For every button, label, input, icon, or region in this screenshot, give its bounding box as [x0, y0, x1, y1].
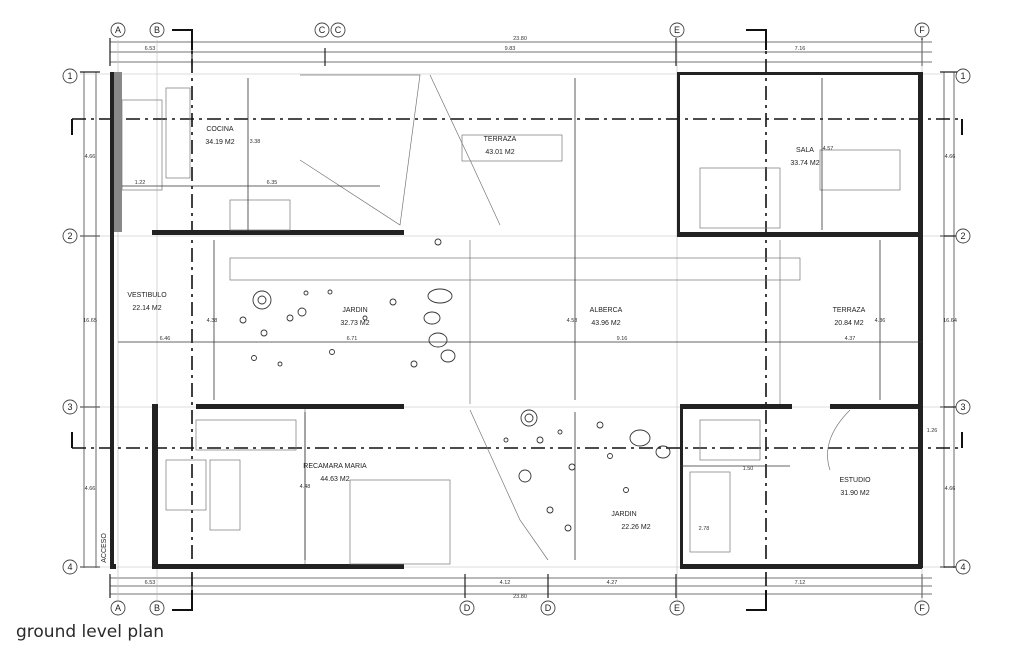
overall-dim-bottom: 23.80 — [513, 594, 527, 600]
room-name: JARDIN — [611, 511, 636, 518]
span-dim-top: 7.16 — [795, 46, 806, 52]
inner-dim: 1.50 — [743, 466, 754, 472]
grid-number-right: 1 — [960, 71, 965, 81]
grid-letter-bottom: E — [674, 603, 680, 613]
span-dim-bottom: 7.12 — [795, 580, 806, 586]
grid-letter-top: F — [919, 25, 925, 35]
span-dim-top: 9.83 — [505, 46, 516, 52]
grid-number-left: 2 — [67, 231, 72, 241]
inner-dim: 4.57 — [823, 146, 834, 152]
grid-number-left: 3 — [67, 402, 72, 412]
grid-number-right: 2 — [960, 231, 965, 241]
grid-bubbles — [62, 22, 971, 616]
vertical-dim-right: 4.66 — [945, 154, 956, 160]
grid-letter-top: C — [319, 25, 326, 35]
grid-number-right: 4 — [960, 562, 965, 572]
grid-letter-top: A — [115, 25, 121, 35]
room-name: JARDIN — [342, 307, 367, 314]
grid-letter-bottom: F — [919, 603, 925, 613]
inner-dim: 4.36 — [875, 318, 886, 324]
room-area: 43.01 M2 — [485, 149, 514, 156]
grid-letter-bottom: A — [115, 603, 121, 613]
room-name: TERRAZA — [833, 307, 866, 314]
inner-dim: 4.58 — [567, 318, 578, 324]
mid-dim: 4.37 — [845, 336, 856, 342]
grid-number-left: 1 — [67, 71, 72, 81]
section-markers — [71, 29, 963, 611]
mid-dim: 6.71 — [347, 336, 358, 342]
room-area: 22.14 M2 — [132, 305, 161, 312]
grid-letter-bottom: D — [545, 603, 552, 613]
room-area: 34.19 M2 — [205, 139, 234, 146]
room-name: RECAMARA MARIA — [303, 463, 367, 470]
vertical-dim-right: 16.64 — [943, 318, 957, 324]
room-area: 20.84 M2 — [834, 320, 863, 327]
span-dim-top: 6.53 — [145, 46, 156, 52]
span-dim-bottom: 4.27 — [607, 580, 618, 586]
inner-dim: 6.35 — [267, 180, 278, 186]
garden-plants — [239, 238, 671, 532]
vertical-dim-left: 4.66 — [85, 486, 96, 492]
grid-letter-bottom: D — [464, 603, 471, 613]
grid-letter-top: C — [335, 25, 342, 35]
vertical-dim-left: 4.66 — [85, 154, 96, 160]
overall-dim-top: 23.80 — [513, 36, 527, 42]
room-area: 31.90 M2 — [840, 490, 869, 497]
grid-number-right: 3 — [960, 402, 965, 412]
dimension-values: 23.80 23.80 6.53 9.83 7.16 6.53 4.12 4.2… — [83, 36, 957, 600]
room-area: 33.74 M2 — [790, 160, 819, 167]
inner-dim: 3.38 — [250, 139, 261, 145]
room-area: 44.63 M2 — [320, 476, 349, 483]
dimension-lines — [83, 41, 955, 595]
room-area: 32.73 M2 — [340, 320, 369, 327]
room-name: ALBERCA — [590, 307, 623, 314]
grid-bubble-labels: A B C C E F A B D D E F 1 2 3 4 1 2 3 4 — [67, 25, 965, 613]
room-name: COCINA — [206, 126, 234, 133]
room-area: 22.26 M2 — [621, 524, 650, 531]
room-name: VESTIBULO — [127, 292, 167, 299]
internal-dimensions — [118, 78, 922, 560]
grid-number-left: 4 — [67, 562, 72, 572]
inner-dim: 1.26 — [927, 428, 938, 434]
span-dim-bottom: 4.12 — [500, 580, 511, 586]
room-labels: COCINA 34.19 M2 TERRAZA 43.01 M2 SALA 33… — [101, 126, 871, 563]
mid-dim: 9.16 — [617, 336, 628, 342]
grid-letter-bottom: B — [154, 603, 160, 613]
acceso-label: ACCESO — [101, 533, 108, 563]
inner-dim: 4.38 — [207, 318, 218, 324]
inner-dim: 2.78 — [699, 526, 710, 532]
plan-caption: ground level plan — [16, 622, 165, 642]
grid-letter-top: E — [674, 25, 680, 35]
room-name: SALA — [796, 147, 814, 154]
vertical-dim-left: 16.65 — [83, 318, 97, 324]
room-name: TERRAZA — [484, 136, 517, 143]
room-area: 43.96 M2 — [591, 320, 620, 327]
walls — [110, 72, 923, 569]
vertical-dim-right: 4.66 — [945, 486, 956, 492]
inner-dim: 4.48 — [300, 484, 311, 490]
span-dim-bottom: 6.53 — [145, 580, 156, 586]
interior-details — [121, 74, 901, 565]
section-lines — [72, 32, 962, 610]
floor-plan-drawing: A B C C E F A B D D E F 1 2 3 4 1 2 3 4 … — [62, 22, 971, 616]
inner-dim: 1.22 — [135, 180, 146, 186]
grid-letter-top: B — [154, 25, 160, 35]
room-name: ESTUDIO — [839, 477, 871, 484]
mid-dim: 6.46 — [160, 336, 171, 342]
